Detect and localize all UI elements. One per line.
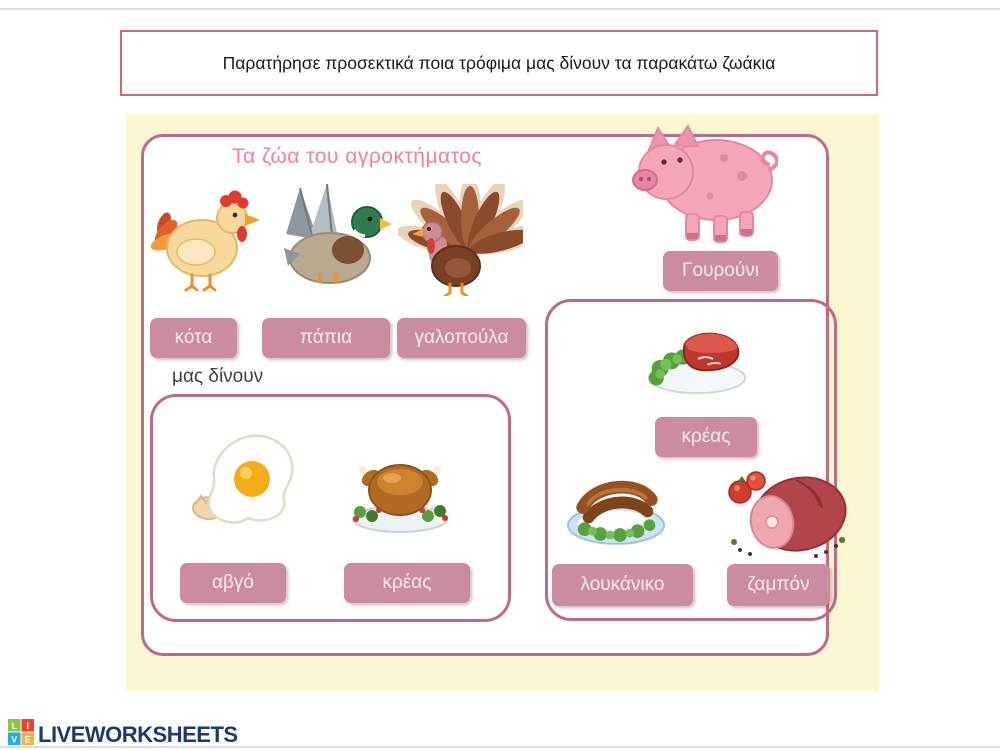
gives-text: μας δίνουν	[172, 366, 264, 387]
svg-text:V: V	[11, 735, 17, 745]
pig-image	[628, 118, 780, 251]
pig-products-box	[545, 299, 837, 621]
logo-grid-icon: L I V E	[8, 719, 34, 750]
turkey-image	[396, 174, 544, 301]
meat-plate-image	[645, 320, 749, 403]
duck-label-button[interactable]: πάπια	[262, 318, 390, 358]
ham-image	[726, 462, 848, 567]
instruction-text: Παρατήρησε προσεκτικά ποια τρόφιμα μας δ…	[222, 52, 776, 73]
hen-image	[150, 180, 260, 297]
poultry-products-box	[150, 394, 511, 622]
svg-text:E: E	[25, 735, 31, 745]
duck-image	[272, 178, 392, 295]
turkey-label-button[interactable]: γαλοπούλα	[397, 318, 526, 358]
svg-text:L: L	[11, 721, 17, 731]
pig-meat-label-button[interactable]: κρέας	[655, 417, 757, 457]
hen-label-button[interactable]: κότα	[150, 318, 237, 358]
poultry-meat-label-button[interactable]: κρέας	[344, 563, 470, 603]
worksheet-title: Τα ζώα του αγροκτήματος	[232, 145, 482, 168]
sausage-label-button[interactable]: λουκάνικο	[552, 564, 693, 606]
ham-label-button[interactable]: ζαμπόν	[727, 564, 830, 606]
egg-label-button[interactable]: αβγό	[180, 563, 286, 603]
sausage-plate-image	[565, 462, 668, 561]
top-divider	[0, 8, 1000, 10]
logo-text: LIVEWORKSHEETS	[38, 721, 238, 747]
roast-meat-image	[348, 436, 453, 541]
bottom-divider	[0, 746, 1000, 748]
fried-egg-image	[185, 424, 305, 539]
liveworksheets-logo[interactable]: L I V E LIVEWORKSHEETS	[8, 719, 238, 750]
instruction-box: Παρατήρησε προσεκτικά ποια τρόφιμα μας δ…	[120, 30, 878, 96]
svg-text:I: I	[26, 721, 29, 731]
pig-label-button[interactable]: Γουρούνι	[663, 251, 778, 291]
